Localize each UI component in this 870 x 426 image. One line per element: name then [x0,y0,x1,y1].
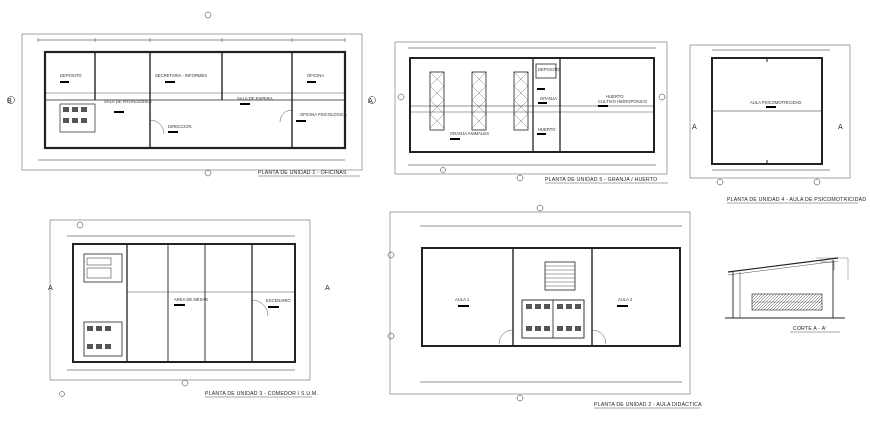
grid-marker: A [838,123,843,131]
dimension-frame [394,41,668,175]
room-label: DIRECCION [168,124,192,129]
room-label: CULTIVO HIDROPONICO [598,99,648,104]
outer-wall [421,247,681,347]
plan-title: PLANTA DE UNIDAD 4 - AULA DE PSICOMOTRIC… [727,197,866,203]
toilet-block [83,321,123,357]
dimension-frame [49,219,311,381]
room-label: SECRETARIA - INFORMES [155,73,207,78]
plan-unit-2-classroom [387,204,691,402]
grid-marker: A [325,284,330,292]
plan-title: PLANTA DE UNIDAD 5 - GRANJA / HUERTO [545,177,657,183]
plan-unit-1-offices [7,11,376,177]
room-label: AULA 1 [455,297,470,302]
room-label: DEPOSITO [60,73,82,78]
room-label: SALA DE ESPERA [237,96,273,101]
room-label: OFICINA PSICOLOGICA [300,112,347,117]
room-label: AULA PSICOMOTRICIDAD [750,100,801,105]
plan-unit-4-psychomotor [689,44,851,186]
grid-marker: A [692,123,697,131]
room-label: AULA 2 [618,297,633,302]
grid-marker: A [368,97,373,105]
room-label: ESCENARIO [266,298,291,303]
outer-wall [72,243,296,363]
plan-unit-3-dining [49,219,311,397]
room-label: GRANJA [540,96,557,101]
dimension-frame [21,33,363,171]
room-label: GRANJA ANIMALES [450,131,489,136]
room-label: AREA DE MESAS [174,297,208,302]
room-label: SALA DE PROFESORES [104,99,152,104]
room-label: OFICINA [307,73,324,78]
grid-marker: B [7,97,12,105]
toilet-block [59,103,96,133]
dimension-frame [389,211,691,395]
dimension-frame [689,44,851,179]
section-title: CORTE A - A' [793,326,827,332]
room-label: HUERTO [606,94,624,99]
plan-title: PLANTA DE UNIDAD 3 - COMEDOR / S.U.M. [205,391,318,397]
plan-title: PLANTA DE UNIDAD 1 - OFICINAS [258,170,347,176]
plan-title: PLANTA DE UNIDAD 2 - AULA DIDÁCTICA [594,401,702,408]
room-label: HUERTO [538,127,556,132]
plan-unit-5-farm [394,41,668,182]
section-a-a [725,257,849,319]
outer-wall [409,57,655,153]
grid-marker: A [48,284,53,292]
room-label: DEPOSITO [538,67,560,72]
